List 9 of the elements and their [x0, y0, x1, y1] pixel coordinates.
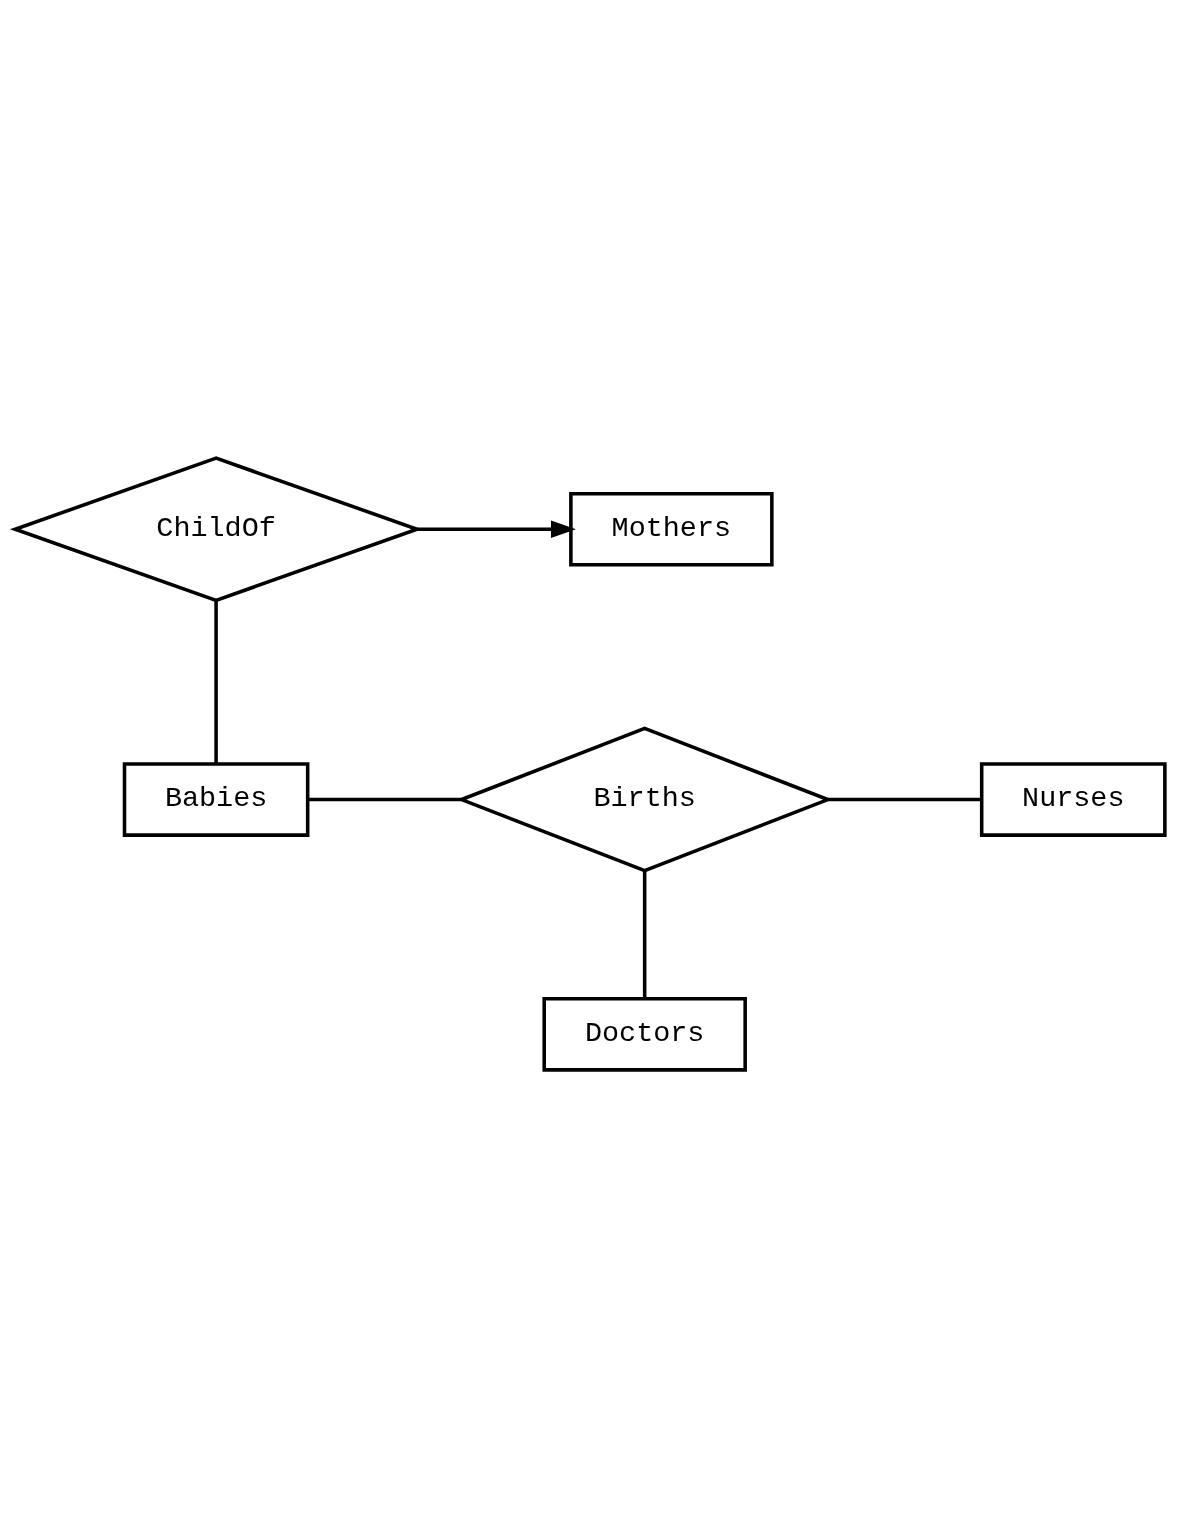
connector	[642, 870, 647, 999]
connector	[828, 797, 982, 801]
connector	[214, 599, 218, 764]
node-box: Mothers	[569, 491, 774, 567]
arrow	[417, 520, 576, 538]
connector	[308, 797, 462, 801]
node-box: Babies	[122, 761, 310, 837]
node-box: Doctors	[542, 996, 747, 1072]
node-box: Nurses	[979, 761, 1167, 837]
